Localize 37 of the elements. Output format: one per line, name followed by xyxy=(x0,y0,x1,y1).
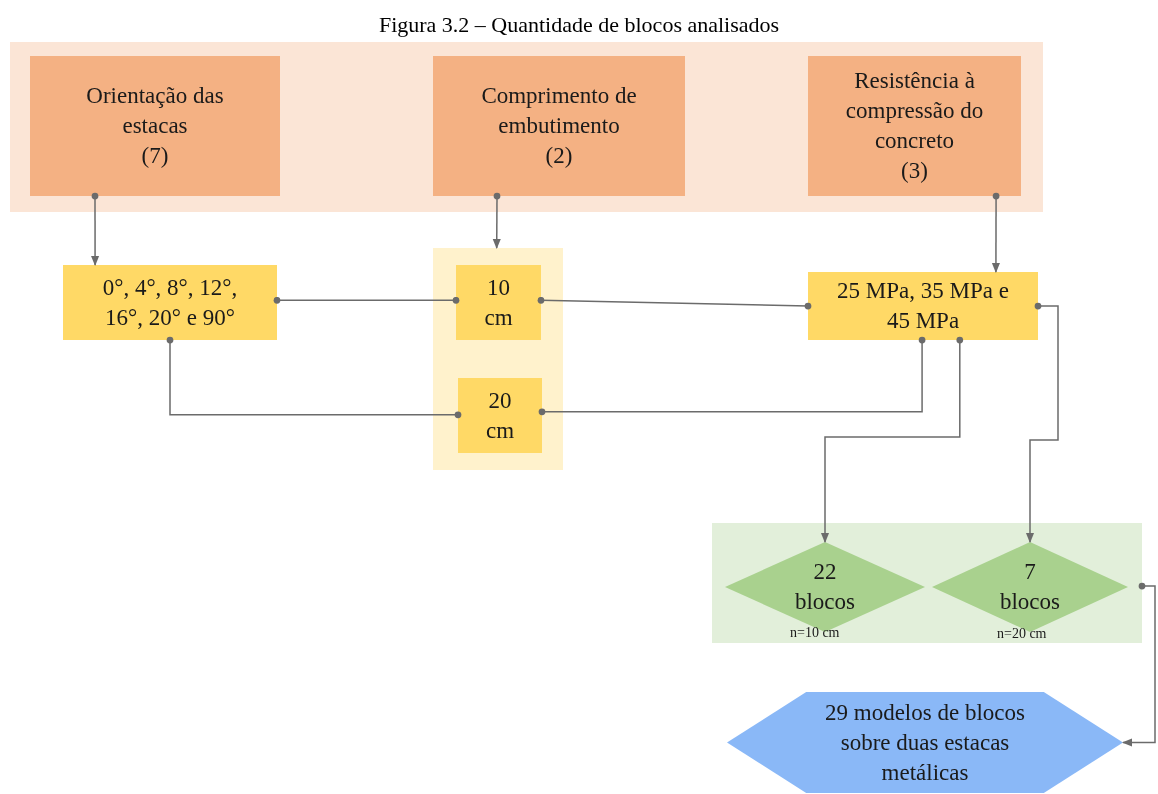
group-panel xyxy=(433,248,563,470)
group-panel xyxy=(712,523,1142,643)
node-text: Resistência à compressão do concreto xyxy=(844,67,985,155)
connector xyxy=(991,192,1001,274)
node-text: 22 blocos xyxy=(793,558,857,616)
connector xyxy=(537,296,812,310)
node-text: Comprimento de embutimento xyxy=(480,82,638,140)
node-text: 29 modelos de blocos sobre duas estacas metálicas xyxy=(824,698,1026,787)
connector xyxy=(492,192,501,250)
node-text: 20 cm xyxy=(484,386,516,445)
value-box xyxy=(456,265,541,340)
group-panel xyxy=(10,42,1043,212)
connector xyxy=(820,336,964,544)
category-box xyxy=(433,56,685,196)
connector xyxy=(166,336,462,419)
node-text: (2) xyxy=(545,142,573,170)
category-box xyxy=(30,56,280,196)
node-caption: n=20 cm xyxy=(997,625,1047,643)
connector xyxy=(90,192,100,267)
node-caption: n=10 cm xyxy=(790,624,840,642)
connector xyxy=(1025,302,1059,544)
node-text: (3) xyxy=(901,157,928,185)
node-text: 10 cm xyxy=(483,273,514,332)
node-text: (7) xyxy=(141,142,169,170)
node-text: Orientação das estacas xyxy=(85,82,225,140)
node-text: 7 blocos xyxy=(998,558,1062,616)
value-box xyxy=(458,378,542,453)
connector xyxy=(273,296,460,304)
figure-title: Figura 3.2 – Quantidade de blocos analisados xyxy=(377,12,781,38)
value-box xyxy=(63,265,277,340)
node-text: 0°, 4°, 8°, 12°, 16°, 20° e 90° xyxy=(101,273,239,332)
connector xyxy=(538,336,926,416)
category-box xyxy=(808,56,1021,196)
connector xyxy=(1121,582,1156,747)
value-box xyxy=(808,272,1038,340)
result-hexagon xyxy=(727,692,1123,793)
node-text: 25 MPa, 35 MPa e 45 MPa xyxy=(836,277,1010,335)
